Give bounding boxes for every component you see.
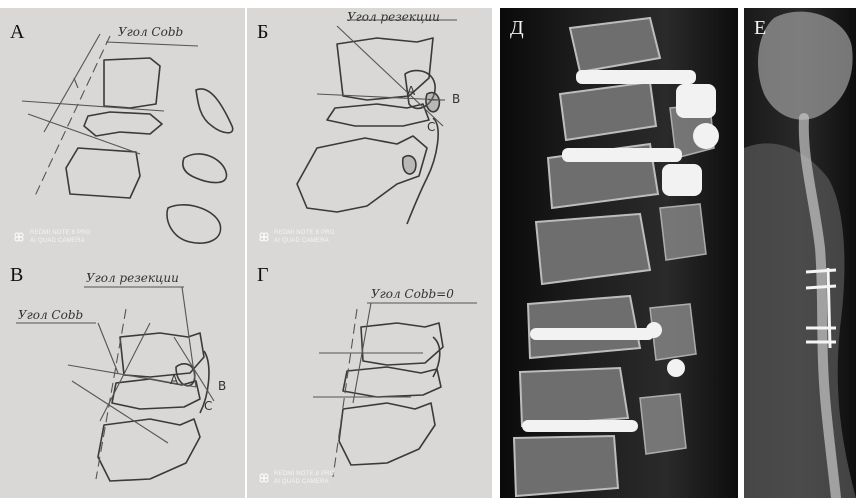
camera-watermark-icon	[14, 232, 24, 242]
xray-image	[744, 8, 856, 498]
ct-image	[500, 8, 738, 498]
watermark-line-2: AI QUAD CAMERA	[30, 238, 85, 245]
point-a-label: A	[170, 373, 178, 387]
point-b-label: B	[452, 92, 460, 106]
panel-g: Г Угол Cobb=0 REDMI NOTE 8 PRO AI QUAD C…	[247, 253, 492, 498]
camera-watermark-icon	[259, 473, 269, 483]
watermark-line-2: AI QUAD CAMERA	[274, 479, 329, 486]
panel-letter: В	[10, 265, 23, 285]
sketch-drawing-b	[247, 8, 492, 253]
panel-letter: Б	[257, 22, 268, 42]
cobb-angle-zero-label: Угол Cobb=0	[371, 287, 454, 301]
watermark-line-2: AI QUAD CAMERA	[274, 238, 329, 245]
point-c-label: C	[204, 399, 212, 413]
point-a-label: A	[407, 84, 415, 98]
point-c-label: C	[427, 120, 435, 134]
panel-a: А Угол Cobb REDMI NOTE 8 PRO AI QUAD CAM…	[0, 8, 245, 253]
panel-letter: Е	[754, 18, 766, 38]
panel-d: Д	[500, 8, 738, 498]
cobb-angle-label: Угол Cobb	[118, 25, 183, 39]
panel-letter: А	[10, 22, 24, 42]
panel-e: Е	[744, 8, 856, 498]
resection-angle-label: Угол резекции	[347, 10, 440, 24]
watermark-line-1: REDMI NOTE 8 PRO	[274, 230, 335, 237]
panel-b: Б Угол резекции A B C REDMI NOTE 8 PRO A…	[247, 8, 492, 253]
panel-letter: Д	[510, 18, 524, 38]
watermark-line-1: REDMI NOTE 8 PRO	[30, 230, 91, 237]
panel-v: В Угол резекции Угол Cobb A B C	[0, 253, 245, 498]
panel-letter: Г	[257, 265, 269, 285]
resection-angle-label: Угол резекции	[86, 271, 179, 285]
camera-watermark-icon	[259, 232, 269, 242]
cobb-angle-label: Угол Cobb	[18, 308, 83, 322]
sketch-drawing-v	[0, 253, 245, 498]
watermark-line-1: REDMI NOTE 8 PRO	[274, 471, 335, 478]
sketch-drawing-a	[0, 8, 245, 253]
sketch-drawing-g	[247, 253, 492, 498]
point-b-label: B	[218, 379, 226, 393]
